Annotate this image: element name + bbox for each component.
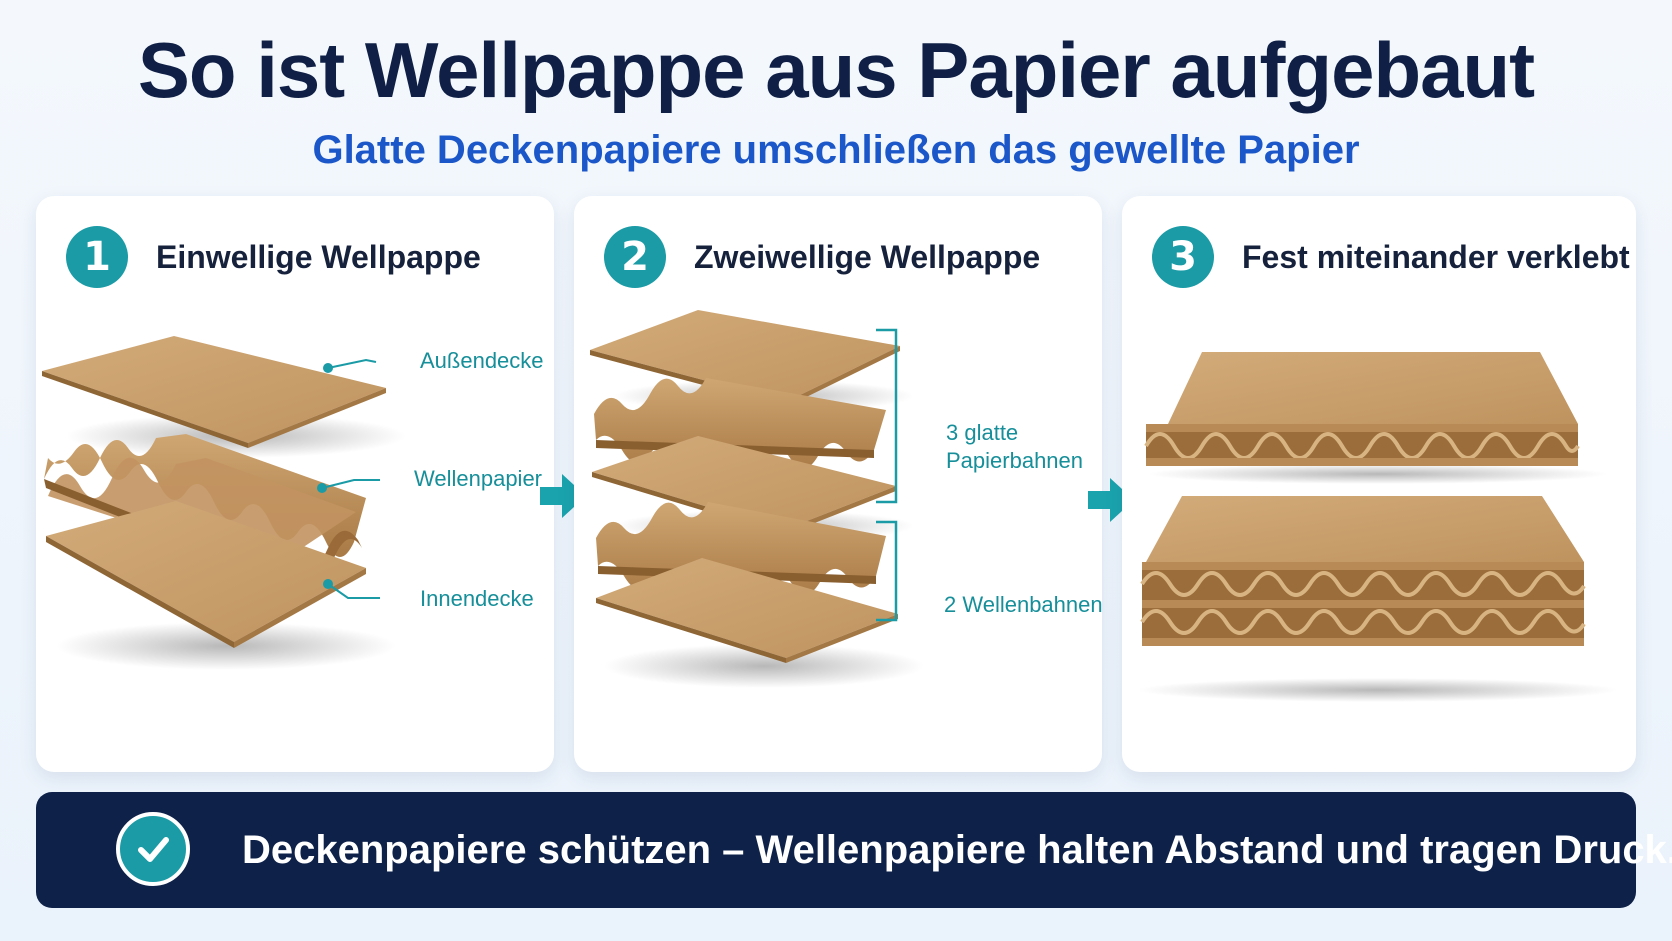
panel-3-header: 3 Fest miteinander verklebt bbox=[1152, 226, 1630, 288]
bracket-flutes bbox=[876, 520, 898, 622]
page-subtitle: Glatte Deckenpapiere umschließen das gew… bbox=[312, 128, 1360, 172]
arrow-right-icon bbox=[540, 474, 586, 518]
panel-2-header: 2 Zweiwellige Wellpappe bbox=[604, 226, 1040, 288]
check-icon bbox=[116, 812, 190, 886]
step-number-1: 1 bbox=[66, 226, 128, 288]
step-number-2: 2 bbox=[604, 226, 666, 288]
panel-bonded: 3 Fest miteinander verklebt bbox=[1122, 196, 1636, 772]
label-three-liners-line1: 3 glatte bbox=[946, 420, 1019, 445]
summary-banner: Deckenpapiere schützen – Wellenpapiere h… bbox=[36, 792, 1672, 908]
label-two-flutes: 2 Wellenbahnen bbox=[944, 592, 1102, 617]
page-title: So ist Wellpappe aus Papier aufgebaut bbox=[137, 26, 1535, 114]
summary-text: Deckenpapiere schützen – Wellenpapiere h… bbox=[242, 828, 1672, 872]
panel-3-title: Fest miteinander verklebt bbox=[1242, 238, 1630, 275]
single-wall-board bbox=[1144, 352, 1608, 484]
liner-sheet-bottom bbox=[596, 558, 898, 658]
single-wall-exploded-illustration bbox=[42, 336, 406, 670]
outer-liner-sheet bbox=[42, 336, 386, 443]
label-three-liners-line2: Papierbahnen bbox=[946, 448, 1084, 473]
arrow-right-icon bbox=[1088, 478, 1134, 522]
label-corrugated-medium: Wellenpapier bbox=[414, 466, 543, 491]
bonded-board-illustration bbox=[1138, 352, 1618, 702]
double-wall-board bbox=[1138, 496, 1618, 702]
step-number-3: 3 bbox=[1152, 226, 1214, 288]
bracket-liners bbox=[876, 328, 898, 504]
panel-single-wall: 1 Einwellige Wellpappe Außendecke Wellen… bbox=[36, 196, 554, 772]
label-inner-liner: Innendecke bbox=[420, 586, 534, 611]
panel-double-wall: 2 Zweiwellige Wellpappe 3 glatte Papierb… bbox=[574, 196, 1102, 772]
panel-1-header: 1 Einwellige Wellpappe bbox=[66, 226, 481, 288]
label-outer-liner: Außendecke bbox=[420, 348, 544, 373]
panel-2-title: Zweiwellige Wellpappe bbox=[694, 238, 1041, 275]
inner-liner-sheet bbox=[46, 501, 366, 642]
liner-sheet-middle bbox=[592, 436, 896, 530]
liner-sheet-top bbox=[590, 310, 900, 402]
double-wall-exploded-illustration bbox=[590, 310, 924, 688]
panel-1-title: Einwellige Wellpappe bbox=[156, 238, 481, 275]
